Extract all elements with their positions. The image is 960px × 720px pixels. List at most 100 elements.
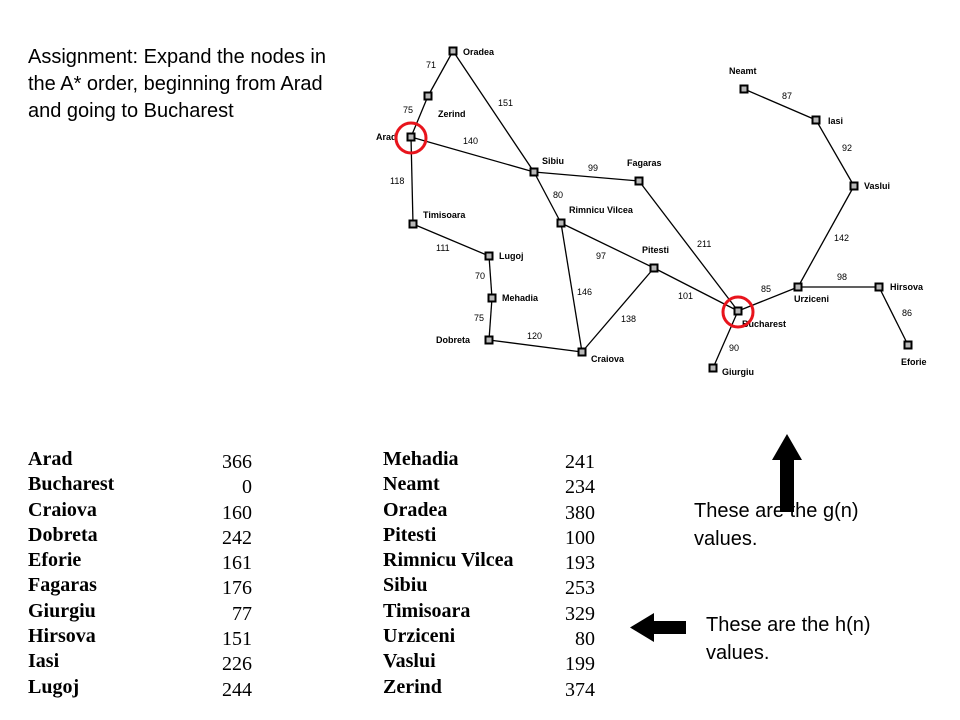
city-node-inner-arad	[408, 134, 414, 140]
road-cost-sibiu-fagaras: 99	[588, 163, 598, 173]
city-label-craiova: Craiova	[591, 354, 625, 364]
city-node-inner-fagaras	[636, 178, 642, 184]
city-label-giurgiu: Giurgiu	[722, 367, 754, 377]
city-node-inner-hirsova	[876, 284, 882, 290]
road-edges	[410, 50, 909, 369]
road-craiova-pitesti	[581, 267, 655, 353]
heuristic-value: 242	[222, 526, 252, 549]
city-node-inner-lugoj	[486, 253, 492, 259]
city-node-inner-giurgiu	[710, 365, 716, 371]
heuristic-value: 77	[232, 602, 252, 625]
city-node-inner-mehadia	[489, 295, 495, 301]
highlight-circle-arad	[394, 121, 428, 155]
city-label-arad: Arad	[376, 132, 397, 142]
city-label-zerind: Zerind	[438, 109, 466, 119]
heuristic-city-name: Dobreta	[28, 523, 98, 546]
heuristic-value: 176	[222, 577, 252, 600]
road-dobreta-craiova	[488, 339, 583, 353]
road-rimnicu-pitesti	[560, 222, 655, 269]
road-fagaras-bucharest	[638, 180, 739, 312]
road-cost-urziceni-vaslui: 142	[834, 233, 849, 243]
road-cost-oradea-sibiu: 151	[498, 98, 513, 108]
heuristic-city-name: Oradea	[383, 498, 448, 521]
city-label-dobreta: Dobreta	[436, 335, 471, 345]
city-node-inner-dobreta	[486, 337, 492, 343]
heuristic-value: 253	[565, 577, 595, 600]
heuristic-value: 244	[222, 678, 252, 701]
heuristic-value: 374	[565, 678, 595, 701]
heuristic-city-name: Fagaras	[28, 574, 97, 597]
road-cost-dobreta-craiova: 120	[527, 331, 542, 341]
road-cost-urziceni-hirsova: 98	[837, 272, 847, 282]
heuristic-city-name: Lugoj	[28, 675, 80, 698]
road-bucharest-giurgiu	[712, 310, 739, 369]
heuristic-value: 100	[565, 526, 595, 549]
heuristic-city-name: Vaslui	[383, 650, 436, 673]
heuristic-value: 80	[575, 628, 595, 651]
road-arad-zerind	[410, 95, 429, 138]
city-label-neamt: Neamt	[729, 66, 757, 76]
city-labels: OradeaZerindAradTimisoaraLugojMehadiaDob…	[376, 47, 927, 377]
city-label-timisoara: Timisoara	[423, 210, 466, 220]
road-cost-timisoara-lugoj: 111	[436, 243, 450, 253]
city-label-urziceni: Urziceni	[794, 294, 829, 304]
road-arad-timisoara	[410, 136, 414, 225]
left-arrow-icon	[630, 613, 686, 642]
road-cost-mehadia-dobreta: 75	[474, 313, 484, 323]
city-node-inner-eforie	[905, 342, 911, 348]
road-cost-hirsova-eforie: 86	[902, 308, 912, 318]
road-cost-arad-timisoara: 118	[390, 176, 404, 186]
city-label-vaslui: Vaslui	[864, 181, 890, 191]
city-label-pitesti: Pitesti	[642, 245, 669, 255]
heuristic-city-name: Rimnicu Vilcea	[383, 549, 514, 572]
city-node-inner-urziceni	[795, 284, 801, 290]
heuristic-value: 241	[565, 451, 595, 473]
heuristic-city-name: Arad	[28, 448, 73, 470]
road-cost-zerind-oradea: 71	[426, 60, 436, 70]
heuristic-value: 380	[565, 501, 595, 524]
road-iasi-neamt	[743, 88, 817, 121]
romania-road-map: 7571151140118111707512099809714613821110…	[376, 46, 927, 377]
heuristic-value: 160	[222, 501, 252, 524]
city-node-inner-vaslui	[851, 183, 857, 189]
city-node-inner-pitesti	[651, 265, 657, 271]
road-rimnicu-craiova	[560, 222, 583, 353]
road-cost-craiova-pitesti: 138	[621, 314, 636, 324]
heuristic-city-name: Pitesti	[383, 523, 437, 546]
highlight-circles	[394, 121, 755, 329]
heuristic-city-name: Hirsova	[28, 625, 96, 648]
city-node-inner-zerind	[425, 93, 431, 99]
heuristic-city-name: Timisoara	[383, 599, 471, 622]
road-cost-bucharest-giurgiu: 90	[729, 343, 739, 353]
road-oradea-sibiu	[452, 50, 535, 173]
heuristic-value: 0	[242, 476, 252, 499]
heuristic-city-name: Giurgiu	[28, 599, 96, 622]
road-urziceni-vaslui	[797, 185, 855, 288]
h-values-note: These are the h(n) values.	[706, 614, 871, 664]
road-sibiu-fagaras	[533, 171, 640, 182]
road-sibiu-rimnicu	[533, 171, 562, 224]
road-lugoj-mehadia	[488, 255, 493, 299]
road-cost-sibiu-rimnicu: 80	[553, 190, 563, 200]
heuristic-value: 234	[565, 476, 595, 499]
city-node-inner-neamt	[741, 86, 747, 92]
road-cost-rimnicu-pitesti: 97	[596, 251, 606, 261]
heuristic-city-name: Sibiu	[383, 574, 428, 597]
road-cost-arad-zerind: 75	[403, 105, 413, 115]
city-label-fagaras: Fagaras	[627, 158, 662, 168]
heuristic-city-name: Craiova	[28, 498, 97, 521]
heuristic-city-name: Mehadia	[383, 448, 459, 470]
city-node-inner-iasi	[813, 117, 819, 123]
road-hirsova-eforie	[878, 286, 909, 346]
city-node-inner-oradea	[450, 48, 456, 54]
heuristic-city-name: Urziceni	[383, 625, 456, 648]
city-nodes	[406, 46, 913, 373]
assignment-text: Assignment: Expand the nodes in the A* o…	[28, 46, 326, 122]
city-label-eforie: Eforie	[901, 357, 927, 367]
city-label-bucharest: Bucharest	[742, 319, 786, 329]
road-arad-sibiu	[410, 136, 535, 173]
